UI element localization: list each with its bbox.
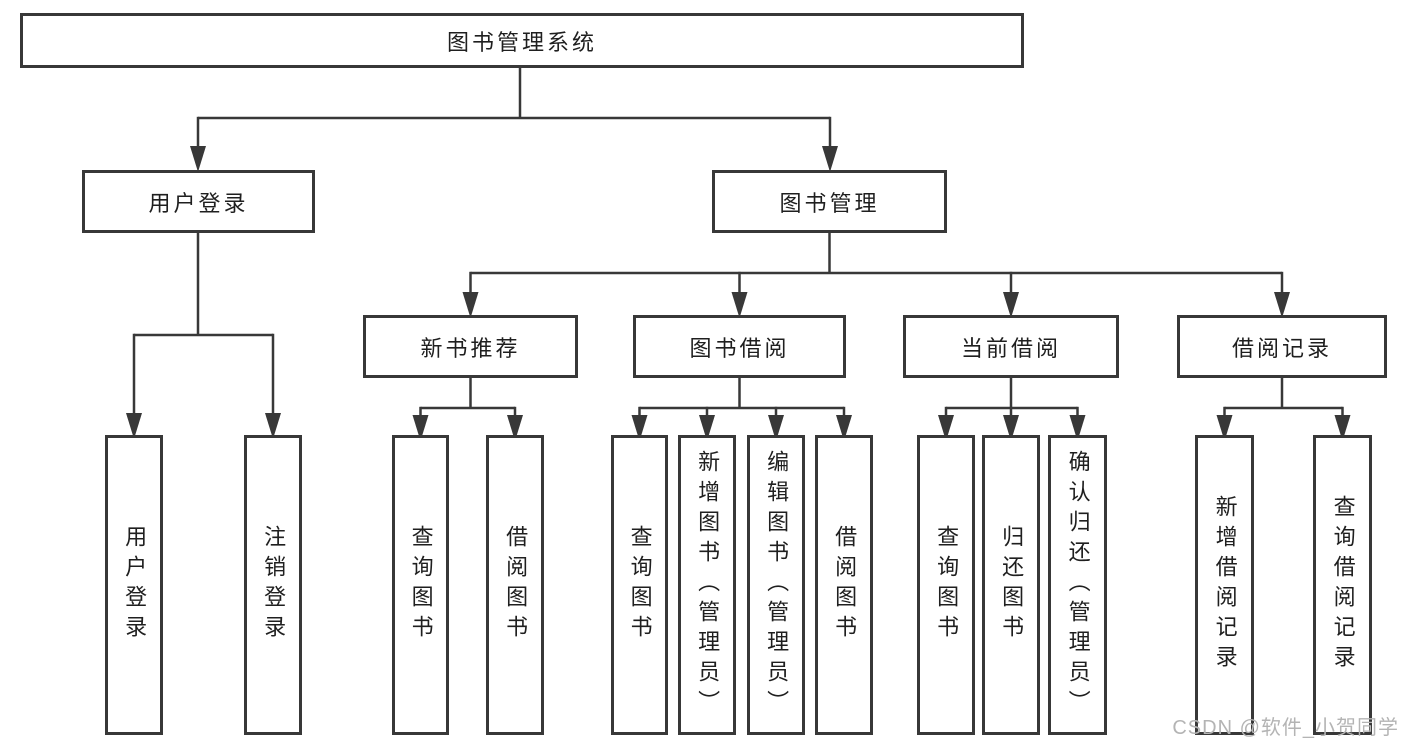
leaf-current-confirm-return-admin-label: 确认归还（管理员） xyxy=(1065,450,1091,720)
leaf-logout-login: 注销登录 xyxy=(244,435,302,735)
leaf-borrow-edit-book-admin-label: 编辑图书（管理员） xyxy=(764,450,790,720)
node-user-login: 用户登录 xyxy=(82,170,315,233)
leaf-recommend-query-book-label: 查询图书 xyxy=(408,525,434,645)
leaf-current-confirm-return-admin: 确认归还（管理员） xyxy=(1048,435,1107,735)
leaf-recommend-borrow-book: 借阅图书 xyxy=(486,435,544,735)
node-current-borrow-label: 当前借阅 xyxy=(960,335,1061,361)
leaf-user-login: 用户登录 xyxy=(105,435,163,735)
leaf-user-login-label: 用户登录 xyxy=(122,525,148,645)
leaf-current-query-book: 查询图书 xyxy=(917,435,975,735)
node-book-borrow: 图书借阅 xyxy=(633,315,846,378)
node-root-system: 图书管理系统 xyxy=(20,13,1024,68)
leaf-borrow-query-book-label: 查询图书 xyxy=(627,525,653,645)
leaf-current-return-book-label: 归还图书 xyxy=(999,525,1025,645)
leaf-borrow-edit-book-admin: 编辑图书（管理员） xyxy=(747,435,805,735)
leaf-record-query-borrow-record: 查询借阅记录 xyxy=(1313,435,1372,735)
node-root-label: 图书管理系统 xyxy=(446,29,597,55)
leaf-current-return-book: 归还图书 xyxy=(982,435,1040,735)
node-current-borrow: 当前借阅 xyxy=(903,315,1119,378)
node-new-book-recommend: 新书推荐 xyxy=(363,315,578,378)
csdn-watermark: CSDN @软件_小贺同学 xyxy=(1172,717,1399,739)
node-borrow-record: 借阅记录 xyxy=(1177,315,1387,378)
node-user-login-label: 用户登录 xyxy=(148,190,249,216)
leaf-record-query-borrow-record-label: 查询借阅记录 xyxy=(1330,495,1356,675)
leaf-current-query-book-label: 查询图书 xyxy=(934,525,960,645)
leaf-borrow-borrow-book-label: 借阅图书 xyxy=(832,525,858,645)
leaf-borrow-borrow-book: 借阅图书 xyxy=(815,435,873,735)
node-book-management: 图书管理 xyxy=(712,170,947,233)
leaf-recommend-borrow-book-label: 借阅图书 xyxy=(503,525,529,645)
leaf-borrow-add-book-admin: 新增图书（管理员） xyxy=(678,435,736,735)
node-book-management-label: 图书管理 xyxy=(779,190,880,216)
leaf-borrow-add-book-admin-label: 新增图书（管理员） xyxy=(695,450,721,720)
leaf-record-add-borrow-record: 新增借阅记录 xyxy=(1195,435,1254,735)
leaf-borrow-query-book: 查询图书 xyxy=(611,435,668,735)
leaf-logout-login-label: 注销登录 xyxy=(261,525,287,645)
arrowheads xyxy=(126,146,1351,441)
leaf-record-add-borrow-record-label: 新增借阅记录 xyxy=(1212,495,1238,675)
node-new-book-recommend-label: 新书推荐 xyxy=(420,335,521,361)
leaf-recommend-query-book: 查询图书 xyxy=(392,435,449,735)
node-borrow-record-label: 借阅记录 xyxy=(1231,335,1332,361)
node-book-borrow-label: 图书借阅 xyxy=(689,335,790,361)
